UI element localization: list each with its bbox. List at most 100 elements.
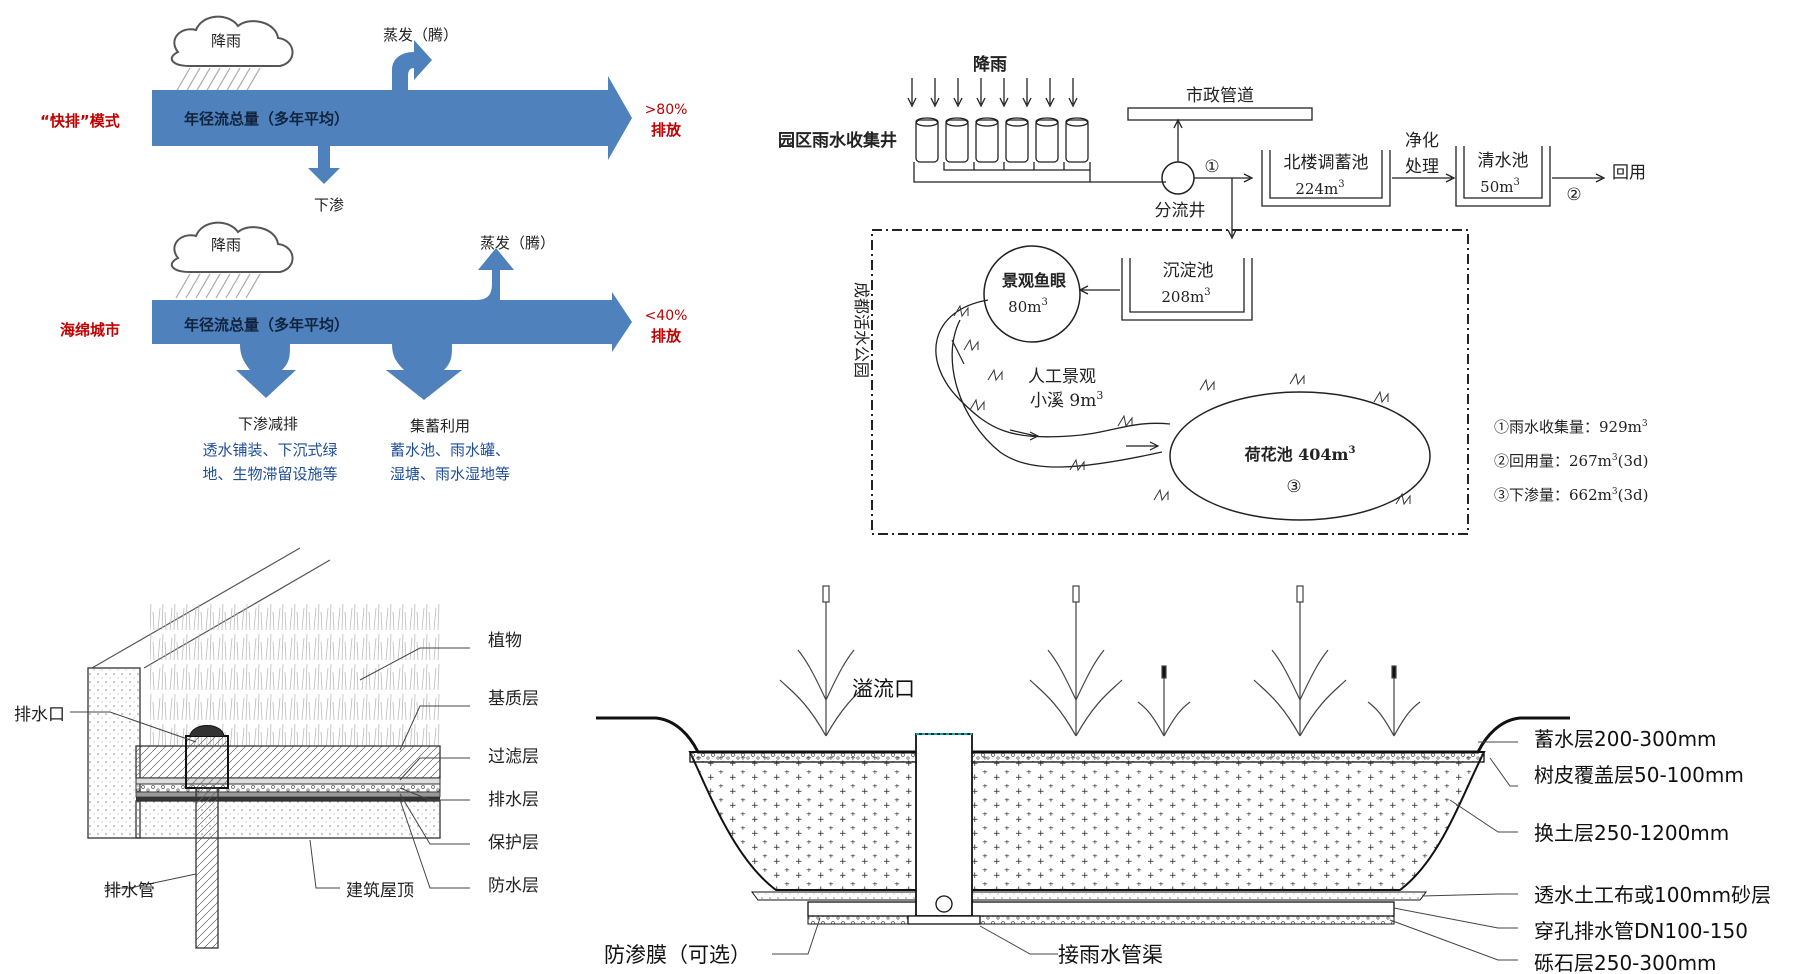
discharge-percent: >80% — [645, 102, 688, 118]
layer-label-geotextile: 透水土工布或100mm砂层 — [1534, 883, 1771, 907]
sponge-city-label: 海绵城市 — [60, 321, 120, 339]
layer-label-waterproof: 防水层 — [488, 876, 539, 896]
discharge-label: 排放 — [651, 121, 682, 139]
diversion-well — [1161, 161, 1195, 195]
lotus-pond-label: 荷花池 404m3 — [1245, 445, 1356, 464]
rain-label: 降雨 — [973, 54, 1007, 75]
marker-2: ② — [1566, 185, 1581, 205]
park-label: 成都活水公园 — [852, 282, 871, 378]
layer-label-plants: 植物 — [488, 631, 522, 651]
diversion-well-label: 分流井 — [1155, 201, 1206, 221]
layer-label-soil: 换土层250-1200mm — [1534, 821, 1729, 845]
leader-lines — [70, 647, 470, 889]
stat-collection: ①雨水收集量：929m3 — [1494, 418, 1648, 436]
layer-label-drainage: 排水层 — [488, 790, 539, 810]
storage-arrow — [386, 344, 462, 400]
fish-eye-volume: 80m3 — [1008, 297, 1048, 316]
clear-water-pool — [1455, 146, 1551, 207]
roof-slab — [135, 800, 441, 839]
panel-a-top-mode: 降雨 蒸发（腾） “快排”模式 年径流总量（多年平均） >80% 排放 下渗 — [40, 15, 688, 214]
layer-label-storage: 蓄水层200-300mm — [1534, 727, 1717, 751]
layer-label-pipe: 穿孔排水管DN100-150 — [1534, 919, 1748, 943]
stream-bank-2 — [951, 319, 1163, 468]
settling-pool — [1121, 258, 1253, 321]
clear-pool-label: 清水池 — [1478, 151, 1529, 171]
gravel-layer — [807, 915, 1395, 925]
storage-desc-1: 蓄水池、雨水罐、 — [390, 441, 510, 459]
leader-lines — [772, 741, 1518, 961]
lotus-pond — [1169, 391, 1431, 521]
storage-title: 集蓄利用 — [410, 417, 470, 435]
layer-label-gravel: 砾石层250-300mm — [1534, 951, 1717, 974]
collection-well-label: 园区雨水收集井 — [778, 130, 897, 151]
infiltration-desc-1: 透水铺装、下沉式绿 — [202, 441, 337, 459]
evaporation-arrow — [478, 248, 514, 300]
reuse-label: 回用 — [1612, 163, 1646, 183]
membrane-label: 防渗膜（可选） — [604, 943, 751, 967]
infiltration-title: 下渗减排 — [238, 415, 298, 433]
stat-reuse: ②回用量：267m3(3d) — [1494, 452, 1648, 470]
runoff-label: 年径流总量（多年平均） — [184, 110, 349, 128]
municipal-pipe-label: 市政管道 — [1186, 86, 1254, 106]
cloud-icon — [170, 221, 294, 299]
fish-eye-pond — [983, 245, 1081, 343]
evaporation-arrow-bend — [476, 280, 500, 306]
layer-label-protection: 保护层 — [488, 833, 539, 853]
runoff-arrow — [152, 76, 632, 160]
plant-icons — [953, 304, 1411, 506]
roof-label: 建筑屋顶 — [346, 881, 414, 901]
marker-1: ① — [1204, 157, 1219, 177]
stream-label-1: 人工景观 — [1028, 367, 1096, 387]
collection-wells — [913, 117, 1166, 183]
drain-pipe — [195, 787, 219, 949]
panel-d-bioretention: 溢流口 防渗膜（可选） 接雨水管渠 蓄水层200-300mm 树皮覆盖层50-1… — [596, 585, 1771, 974]
discharge-percent: <40% — [645, 308, 688, 324]
panel-c-green-roof: 排水口 排水管 建筑屋顶 植物 基质层 过滤层 排水层 保护层 防水层 — [14, 547, 539, 949]
fish-eye-label: 景观鱼眼 — [1002, 271, 1066, 290]
overflow-label: 溢流口 — [852, 677, 915, 701]
purify-label-1: 净化 — [1405, 131, 1439, 151]
evaporation-label: 蒸发（腾） — [480, 234, 555, 252]
protection-layer — [135, 791, 441, 798]
drainage-layer — [135, 783, 441, 793]
park-boundary — [871, 229, 1469, 535]
infiltration-label: 下渗 — [314, 196, 344, 214]
overflow-standpipe — [915, 733, 973, 917]
perforated-pipe — [807, 901, 1395, 917]
filter-layer — [135, 777, 441, 785]
channel-label: 接雨水管渠 — [1058, 943, 1163, 967]
layer-label-mulch: 树皮覆盖层50-100mm — [1534, 763, 1744, 787]
layer-label-substrate: 基质层 — [488, 689, 539, 709]
drain-outlet-label: 排水口 — [14, 705, 65, 725]
storage-desc-2: 湿塘、雨水湿地等 — [390, 465, 510, 483]
cloud-icon — [170, 15, 294, 93]
stream-label-2: 小溪 9m3 — [1030, 389, 1103, 411]
rain-label: 降雨 — [211, 32, 241, 50]
municipal-pipe — [1127, 107, 1313, 121]
infiltration-arrow — [236, 344, 296, 398]
clear-pool-volume: 50m3 — [1480, 177, 1520, 196]
settling-pool-volume: 208m3 — [1161, 287, 1210, 306]
runoff-label: 年径流总量（多年平均） — [184, 316, 349, 334]
layer-label-filter: 过滤层 — [488, 747, 539, 767]
discharge-label: 排放 — [651, 327, 682, 345]
drain-dome — [189, 725, 225, 737]
rain-channel — [907, 915, 981, 925]
fast-drain-mode-label: “快排”模式 — [40, 112, 120, 130]
parapet-wall — [87, 667, 141, 839]
mulch-layer — [689, 751, 1485, 763]
drain-pipe-label: 排水管 — [104, 881, 155, 901]
panel-b-flow-diagram: 降雨 园区雨水收集井 市政管道 ① 分 — [778, 54, 1648, 535]
panel-a-sponge-city: 降雨 蒸发（腾） 海绵城市 年径流总量（多年平均） <40% 排放 下渗减排 透… — [60, 221, 688, 483]
sand-layer — [751, 891, 1427, 901]
plants — [150, 600, 440, 746]
waterproof-layer — [136, 797, 440, 801]
purify-label-2: 处理 — [1405, 157, 1439, 177]
stream-bank-1 — [935, 299, 1171, 438]
substrate-layer — [135, 745, 441, 779]
marker-3: ③ — [1286, 477, 1301, 497]
soil-layer — [688, 751, 1486, 891]
settling-pool-label: 沉淀池 — [1163, 261, 1214, 281]
drain-outlet — [185, 735, 229, 789]
